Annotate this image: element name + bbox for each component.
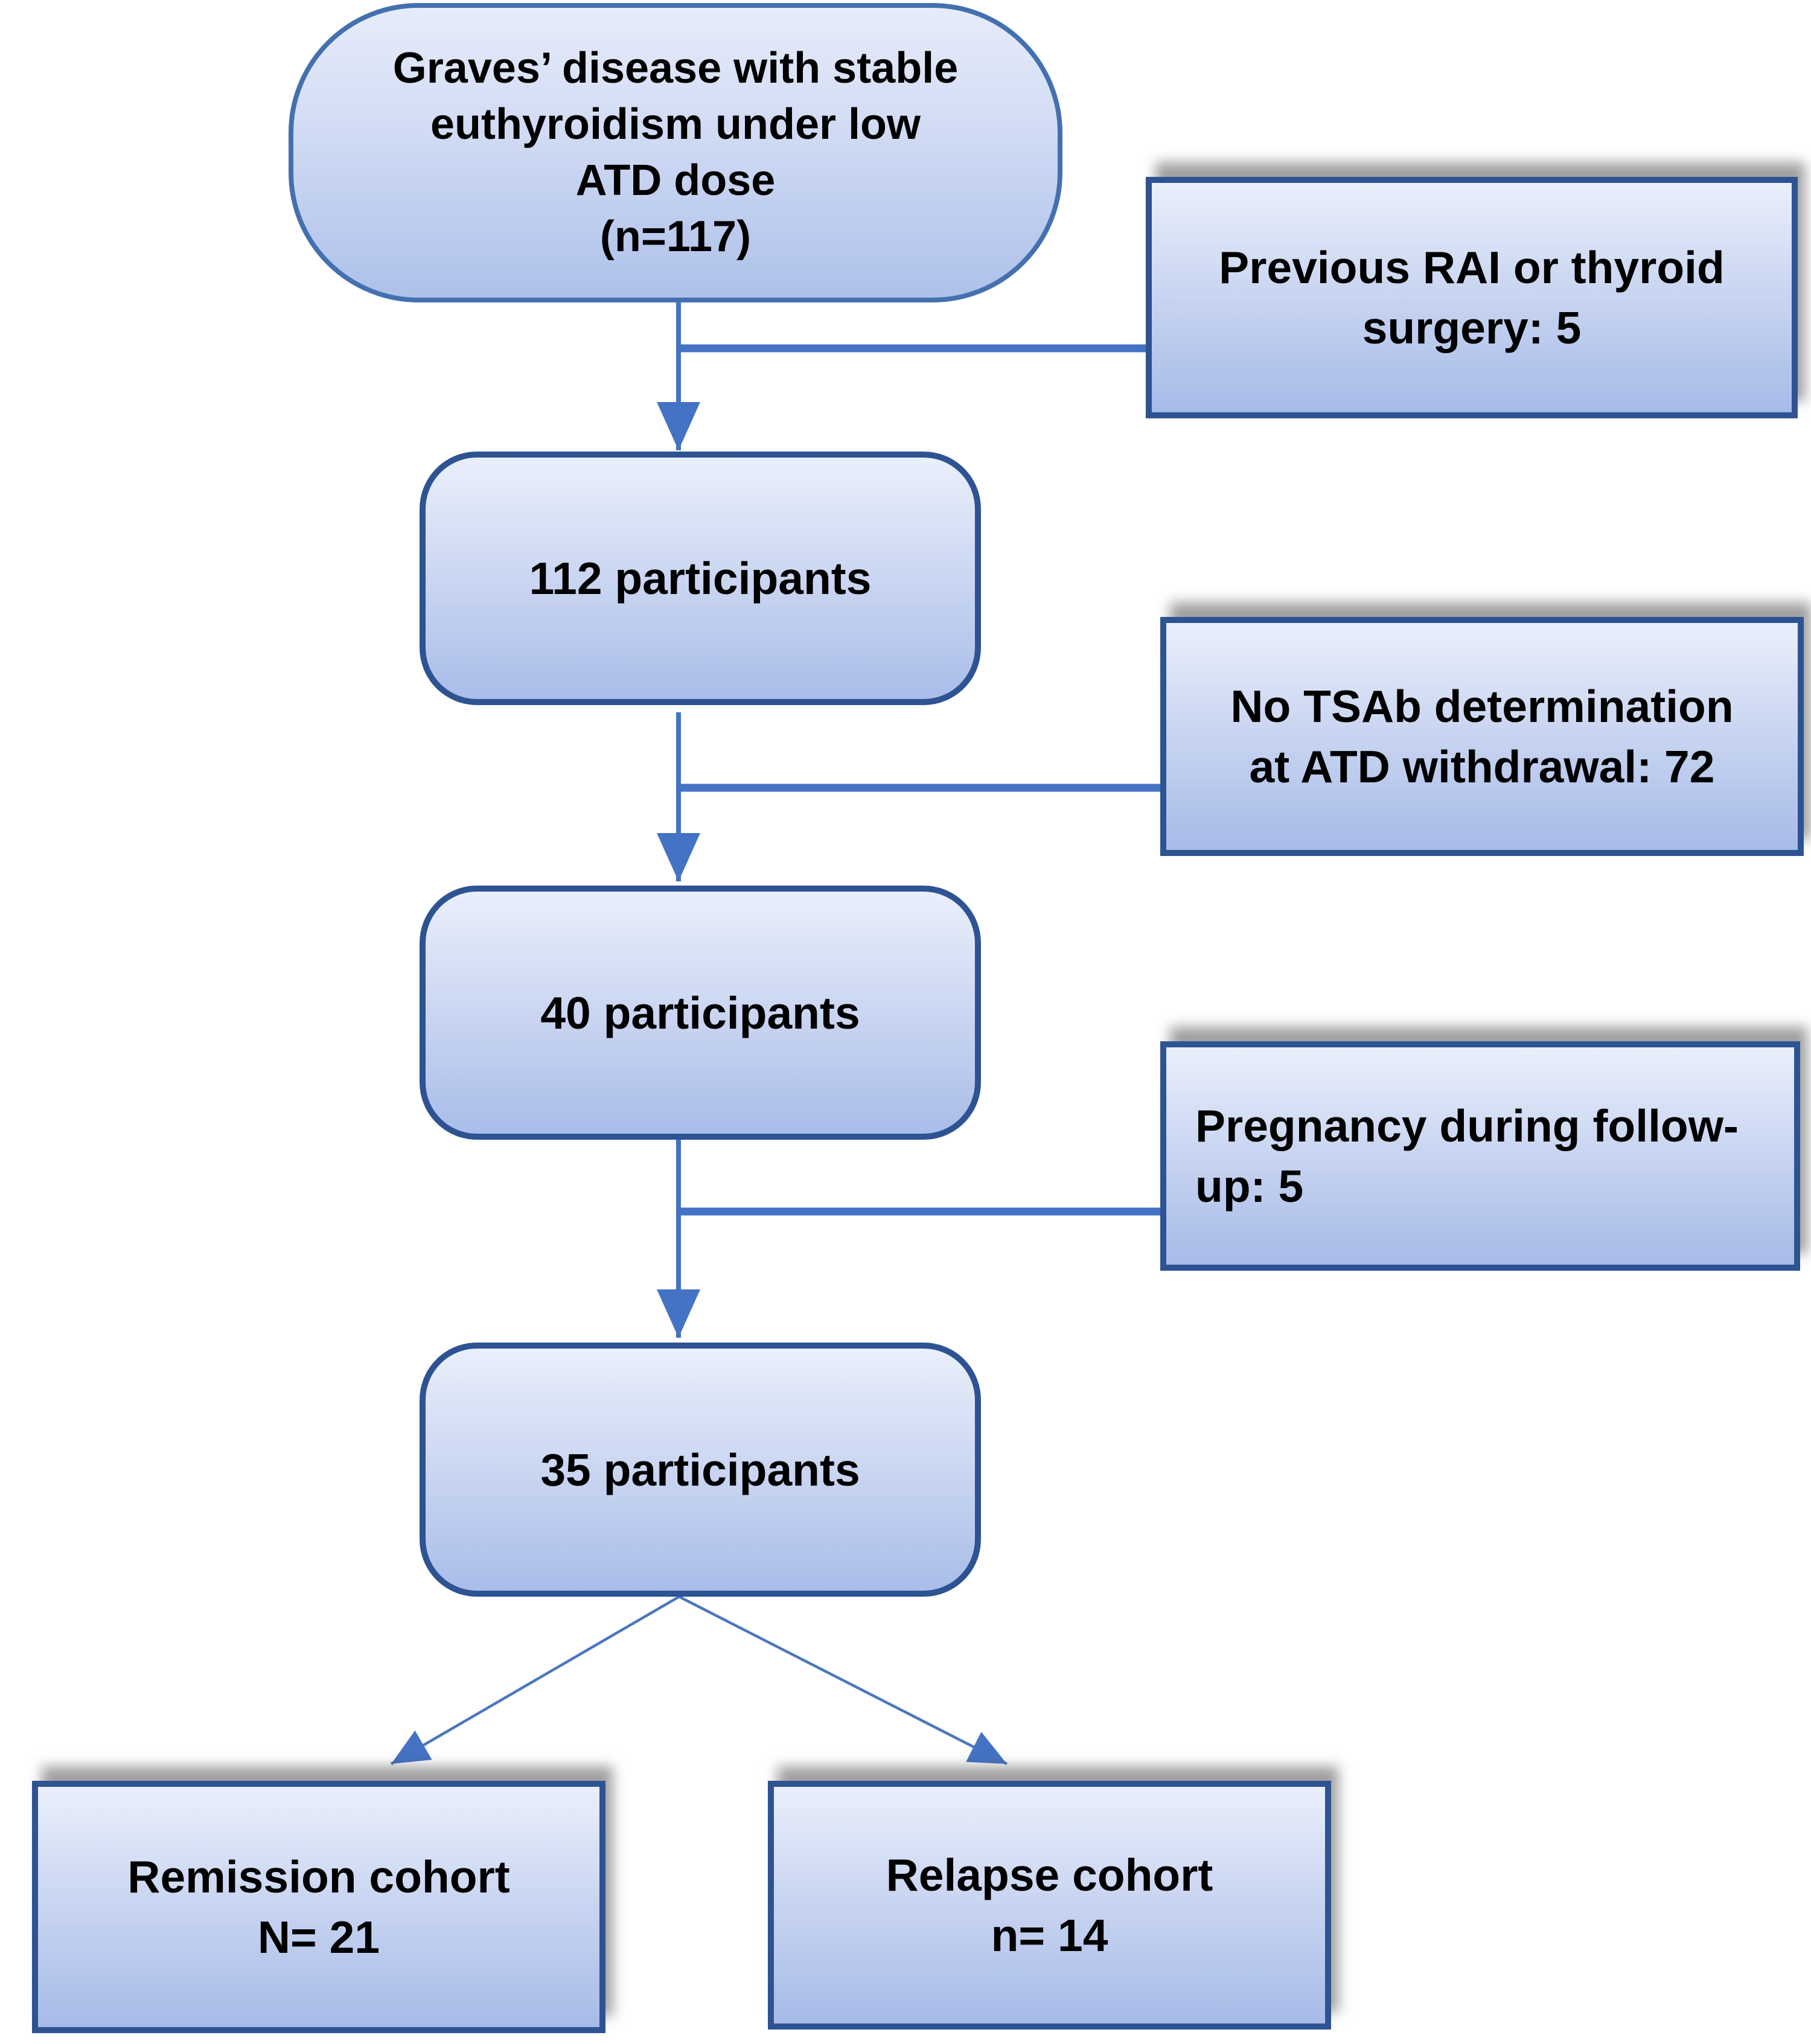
participants-40-node: 40 participants xyxy=(420,886,981,1140)
participants-112-node: 112 participants xyxy=(420,452,981,705)
arrow-35-to-relapse xyxy=(678,1595,1008,1766)
arrow-35-to-remission xyxy=(390,1595,680,1765)
text-line: surgery: 5 xyxy=(1362,302,1582,353)
text-line: Remission cohort xyxy=(127,1851,510,1902)
text-line: euthyroidism under low xyxy=(430,100,921,149)
text-line: 35 participants xyxy=(540,1444,860,1495)
text-line: Pregnancy during follow- xyxy=(1195,1100,1739,1151)
start-node: Graves’ disease with stable euthyroidism… xyxy=(289,3,1062,302)
text-line: (n=117) xyxy=(599,212,752,261)
text-line: No TSAb determination xyxy=(1230,681,1734,732)
text-line: up: 5 xyxy=(1195,1161,1304,1212)
exclusion-box-previous-rai-surgery: Previous RAI or thyroid surgery: 5 xyxy=(1146,177,1798,418)
text-line: Relapse cohort xyxy=(886,1850,1213,1900)
remission-cohort-node: Remission cohort N= 21 xyxy=(32,1781,605,2033)
text-line: Graves’ disease with stable xyxy=(392,44,959,92)
exclusion-box-pregnancy: Pregnancy during follow- up: 5 xyxy=(1160,1041,1800,1271)
exclusion-box-no-tsab: No TSAb determination at ATD withdrawal:… xyxy=(1160,617,1804,856)
text-line: 40 participants xyxy=(540,987,860,1038)
text-line: ATD dose xyxy=(575,156,776,205)
relapse-cohort-node: Relapse cohort n= 14 xyxy=(768,1781,1331,2030)
text-line: n= 14 xyxy=(991,1910,1108,1961)
text-line: N= 21 xyxy=(257,1912,380,1963)
text-line: 112 participants xyxy=(529,553,872,604)
text-line: Previous RAI or thyroid xyxy=(1219,242,1725,293)
participants-35-node: 35 participants xyxy=(420,1343,981,1597)
text-line: at ATD withdrawal: 72 xyxy=(1249,741,1715,792)
